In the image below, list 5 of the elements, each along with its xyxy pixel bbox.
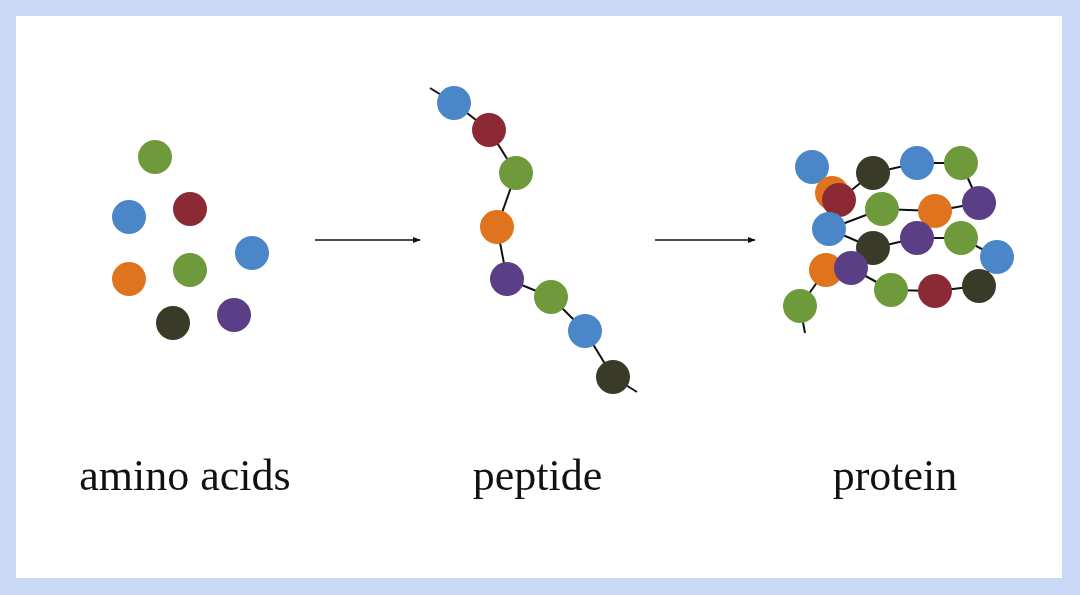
caption-text: protein bbox=[831, 450, 959, 501]
caption-text: amino acids bbox=[78, 450, 292, 501]
arrow bbox=[314, 236, 421, 244]
caption-text: peptide bbox=[471, 450, 604, 501]
arrow bbox=[654, 236, 756, 244]
